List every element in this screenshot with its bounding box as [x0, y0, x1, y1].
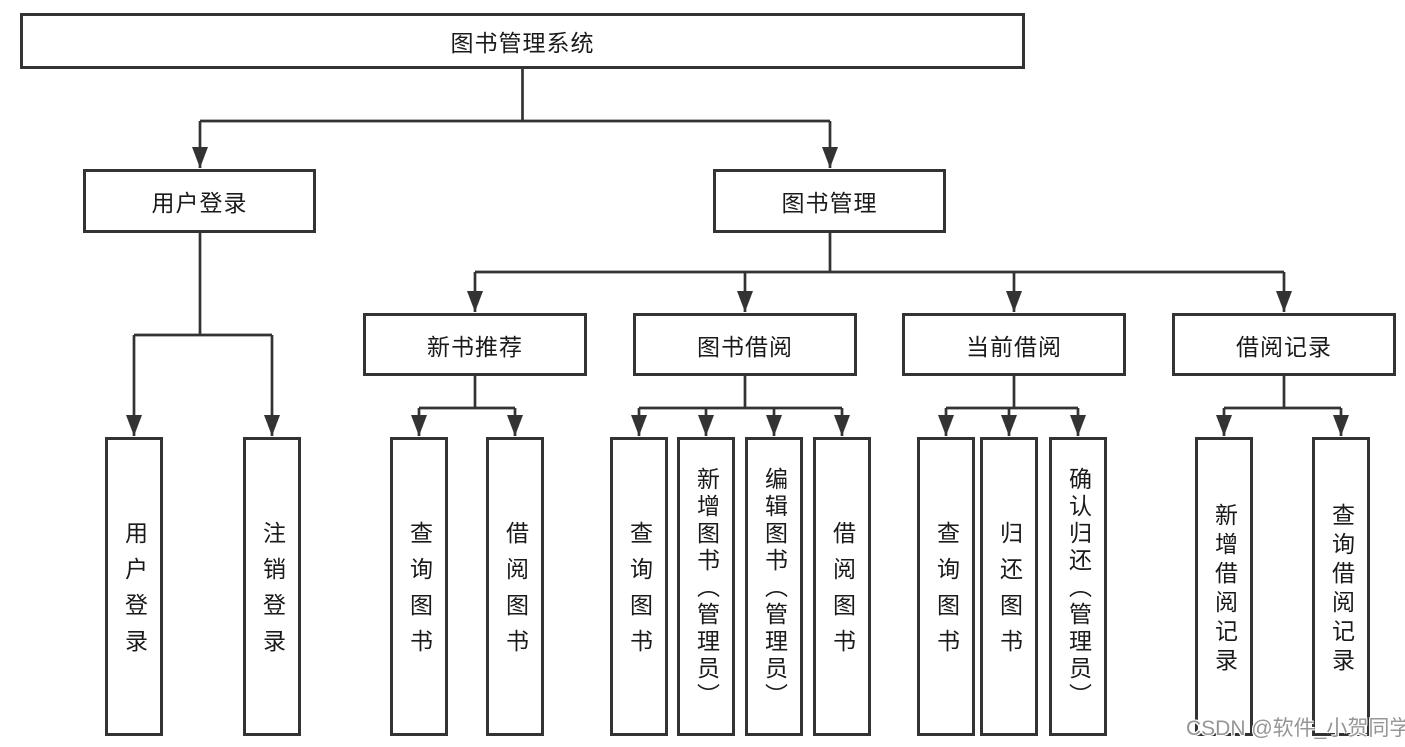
branch-borrow-records — [1224, 376, 1341, 410]
node-new-book-rec-label: 新书推荐 — [427, 333, 523, 360]
node-leaf-add-book-label: 新增图书（管理员） — [693, 467, 720, 710]
node-leaf-add-borrow-record: 新增借阅记录 — [1195, 437, 1253, 736]
node-leaf-logout: 注销登录 — [243, 437, 301, 736]
node-library-system-label: 图书管理系统 — [450, 30, 595, 56]
node-book-borrow: 图书借阅 — [633, 313, 857, 376]
node-leaf-borrow-book-borrow: 借阅图书 — [813, 437, 871, 736]
node-leaf-query-book-current-label: 查询图书 — [933, 521, 960, 665]
node-leaf-add-book: 新增图书（管理员） — [677, 437, 735, 736]
node-leaf-user-login-label: 用户登录 — [121, 521, 148, 665]
branch-new-book-rec — [419, 376, 515, 410]
node-book-mgmt: 图书管理 — [713, 169, 946, 233]
node-borrow-records-label: 借阅记录 — [1236, 333, 1332, 360]
node-leaf-logout-label: 注销登录 — [259, 521, 286, 665]
node-leaf-return-book-label: 归还图书 — [996, 521, 1023, 665]
node-leaf-confirm-return: 确认归还（管理员） — [1049, 437, 1107, 736]
node-leaf-query-borrow-record-label: 查询借阅记录 — [1328, 502, 1355, 677]
node-leaf-query-book-borrow-label: 查询图书 — [626, 521, 653, 665]
node-new-book-rec: 新书推荐 — [363, 313, 587, 376]
node-leaf-query-borrow-record: 查询借阅记录 — [1312, 437, 1370, 736]
node-leaf-user-login: 用户登录 — [105, 437, 163, 736]
node-leaf-borrow-book-rec: 借阅图书 — [486, 437, 544, 736]
node-book-borrow-label: 图书借阅 — [697, 333, 793, 360]
node-leaf-borrow-book-borrow-label: 借阅图书 — [829, 521, 856, 665]
branch-book-borrow — [639, 376, 842, 410]
branch-root — [200, 69, 830, 123]
node-leaf-query-book-current: 查询图书 — [917, 437, 975, 736]
node-borrow-records: 借阅记录 — [1172, 313, 1396, 376]
node-current-borrow: 当前借阅 — [902, 313, 1126, 376]
node-leaf-edit-book: 编辑图书（管理员） — [745, 437, 803, 736]
watermark: CSDN @软件_小贺同学 — [1186, 717, 1405, 740]
connector-group — [126, 69, 1349, 436]
node-library-system: 图书管理系统 — [20, 13, 1025, 69]
node-leaf-query-book-rec-label: 查询图书 — [406, 521, 433, 665]
node-leaf-confirm-return-label: 确认归还（管理员） — [1065, 467, 1092, 710]
node-leaf-add-borrow-record-label: 新增借阅记录 — [1211, 502, 1238, 677]
node-leaf-edit-book-label: 编辑图书（管理员） — [761, 467, 788, 710]
branch-user-login — [134, 233, 272, 337]
branch-current-borrow — [946, 376, 1078, 410]
node-leaf-query-book-borrow: 查询图书 — [610, 437, 668, 736]
node-leaf-borrow-book-rec-label: 借阅图书 — [502, 521, 529, 665]
node-book-mgmt-label: 图书管理 — [781, 190, 878, 216]
branch-book-mgmt — [475, 233, 1284, 274]
node-leaf-query-book-rec: 查询图书 — [390, 437, 448, 736]
node-user-login: 用户登录 — [83, 169, 316, 233]
node-user-login-label: 用户登录 — [151, 190, 248, 216]
node-leaf-return-book: 归还图书 — [980, 437, 1038, 736]
node-current-borrow-label: 当前借阅 — [966, 333, 1062, 360]
